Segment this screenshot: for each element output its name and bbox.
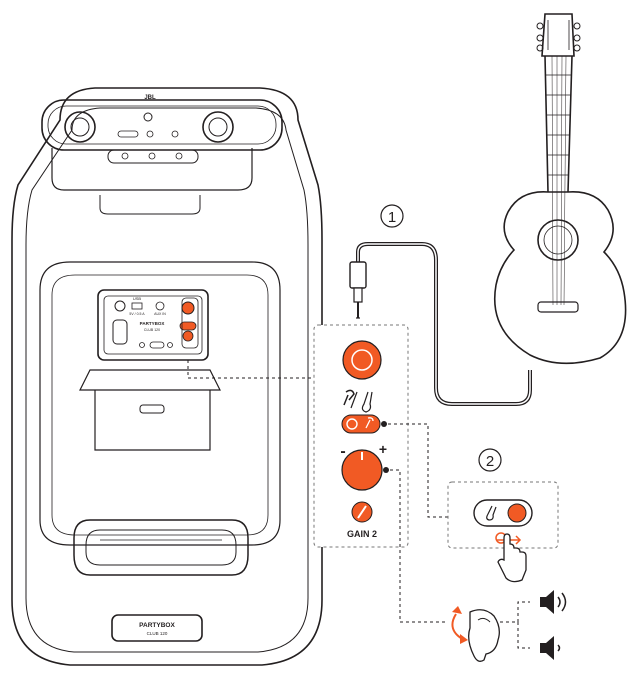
product-badge: [111, 614, 203, 642]
mic-guitar-switch-detail[interactable]: [473, 499, 533, 527]
aux-label: AUX IN: [154, 312, 166, 316]
rear-input-panel: [97, 289, 209, 361]
volume-loud-icon: [540, 590, 567, 614]
left-knob: [64, 111, 96, 143]
gain-knob[interactable]: [341, 449, 383, 491]
leader-line-speaker: [187, 360, 314, 379]
input-control-panel: [313, 324, 409, 548]
gain-label: GAIN 2: [347, 529, 377, 539]
badge-sub: CLUB 120: [147, 631, 168, 636]
guitar-body: [494, 191, 627, 365]
jack-cable-icon: [349, 242, 532, 406]
right-knob: [202, 111, 234, 143]
panel-product-sub: CLUB 120: [144, 328, 160, 332]
mic-guitar-symbol: [343, 389, 373, 413]
volume-branch-lines: [500, 601, 530, 649]
hand-press-icon: [497, 533, 527, 583]
step-2-number: 2: [486, 453, 494, 470]
leader-line-switch: [388, 423, 448, 518]
panel-product-name: PARTYBOX: [140, 321, 165, 326]
gain-plus-label: +: [379, 441, 387, 457]
mic-icon: [365, 417, 374, 429]
badge-name: PARTYBOX: [139, 622, 175, 629]
hand-turn-icon: [451, 606, 500, 662]
guitar-small-icon: [486, 505, 497, 521]
speaker-unit: [11, 87, 323, 666]
usb-label: USB: [133, 296, 142, 301]
volume-quiet-icon: [540, 636, 561, 660]
mic-guitar-switch[interactable]: [341, 414, 381, 434]
input-jack: [342, 340, 382, 380]
gain-minus-label: -: [340, 443, 345, 460]
step-2-marker: 2: [478, 448, 502, 472]
leader-line-gain: [390, 469, 446, 623]
usb-spec-label: 5V / 0.5 A: [129, 312, 145, 316]
speaker-input-jack: [181, 301, 195, 315]
gain-2-indicator: [351, 501, 373, 523]
brand-logo: JBL: [144, 95, 156, 101]
guitar-icon: [494, 13, 627, 365]
step-1-marker: 1: [380, 204, 404, 228]
step-1-number: 1: [388, 209, 396, 226]
